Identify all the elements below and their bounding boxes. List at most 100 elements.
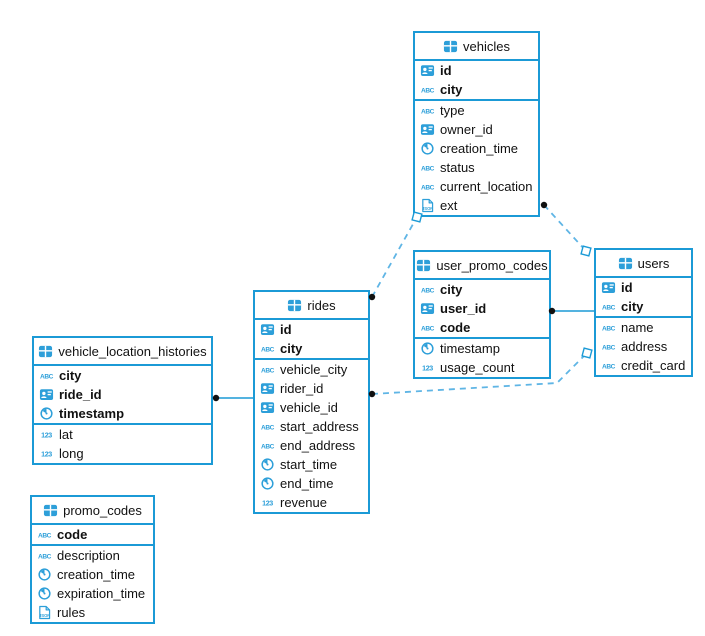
field-user_promo_codes-timestamp[interactable]: timestamp — [415, 339, 549, 358]
table-header-user_promo_codes[interactable]: user_promo_codes — [415, 252, 549, 280]
field-vehicles-creation_time[interactable]: creation_time — [415, 139, 538, 158]
field-rides-end_time[interactable]: end_time — [255, 474, 368, 493]
table-title: vehicles — [463, 38, 510, 54]
field-label: current_location — [440, 179, 533, 194]
svg-text:ABC: ABC — [602, 326, 616, 333]
abc-string-type-icon: ABC — [260, 438, 275, 453]
field-label: code — [440, 320, 471, 335]
table-header-rides[interactable]: rides — [255, 292, 368, 320]
relationship-vehicles-to-users[interactable] — [543, 204, 587, 252]
table-header-promo_codes[interactable]: promo_codes — [32, 497, 153, 525]
field-label: usage_count — [440, 360, 515, 375]
clock-icon — [420, 341, 435, 356]
field-users-credit_card[interactable]: ABC credit_card — [596, 356, 691, 375]
field-vehicles-owner_id[interactable]: owner_id — [415, 120, 538, 139]
clock-icon — [39, 406, 54, 421]
field-label: expiration_time — [57, 586, 146, 601]
field-label: ext — [440, 198, 458, 213]
field-label: name — [621, 320, 654, 335]
svg-text:ABC: ABC — [602, 364, 616, 371]
table-icon — [287, 298, 302, 313]
table-title: promo_codes — [63, 502, 142, 518]
field-rides-vehicle_id[interactable]: vehicle_id — [255, 398, 368, 417]
relationship-rides-to-vehicles[interactable] — [371, 216, 418, 298]
clock-icon — [37, 567, 52, 582]
clock-icon — [420, 141, 435, 156]
field-vehicle_location_histories-timestamp[interactable]: timestamp — [34, 404, 211, 423]
abc-string-type-icon: ABC — [260, 362, 275, 377]
field-user_promo_codes-user_id[interactable]: user_id — [415, 299, 549, 318]
table-title: rides — [307, 297, 336, 313]
field-label: timestamp — [440, 341, 500, 356]
field-rides-start_time[interactable]: start_time — [255, 455, 368, 474]
json-document-icon: JSON — [37, 605, 52, 620]
field-rides-city[interactable]: ABC city — [255, 339, 368, 358]
id-badge-icon — [260, 322, 275, 337]
table-icon — [38, 344, 53, 359]
id-badge-icon — [420, 122, 435, 137]
relationship-endpoint-dot — [212, 394, 220, 402]
field-label: lat — [59, 427, 73, 442]
table-header-vehicle_location_histories[interactable]: vehicle_location_histories — [34, 338, 211, 366]
field-promo_codes-description[interactable]: ABC description — [32, 546, 153, 565]
field-label: address — [621, 339, 668, 354]
number-123-type-icon: 123 — [39, 446, 54, 461]
abc-string-type-icon: ABC — [260, 341, 275, 356]
svg-text:ABC: ABC — [261, 347, 275, 354]
field-promo_codes-creation_time[interactable]: creation_time — [32, 565, 153, 584]
table-header-users[interactable]: users — [596, 250, 691, 278]
field-user_promo_codes-code[interactable]: ABC code — [415, 318, 549, 337]
abc-string-type-icon: ABC — [601, 358, 616, 373]
id-badge-icon — [260, 400, 275, 415]
field-label: city — [280, 341, 303, 356]
field-promo_codes-expiration_time[interactable]: expiration_time — [32, 584, 153, 603]
field-label: city — [59, 368, 82, 383]
field-users-id[interactable]: id — [596, 278, 691, 297]
svg-text:ABC: ABC — [38, 554, 52, 561]
field-rides-rider_id[interactable]: rider_id — [255, 379, 368, 398]
table-title: user_promo_codes — [436, 257, 548, 273]
field-label: type — [440, 103, 465, 118]
field-label: credit_card — [621, 358, 686, 373]
table-title: vehicle_location_histories — [58, 343, 207, 359]
field-users-name[interactable]: ABC name — [596, 318, 691, 337]
field-rides-id[interactable]: id — [255, 320, 368, 339]
field-label: user_id — [440, 301, 487, 316]
table-header-vehicles[interactable]: vehicles — [415, 33, 538, 61]
relationship-endpoint-dot — [540, 201, 548, 209]
field-vehicle_location_histories-ride_id[interactable]: ride_id — [34, 385, 211, 404]
svg-text:ABC: ABC — [421, 326, 435, 333]
field-label: city — [440, 82, 463, 97]
field-vehicles-id[interactable]: id — [415, 61, 538, 80]
svg-text:ABC: ABC — [261, 425, 275, 432]
field-label: description — [57, 548, 120, 563]
abc-string-type-icon: ABC — [37, 527, 52, 542]
